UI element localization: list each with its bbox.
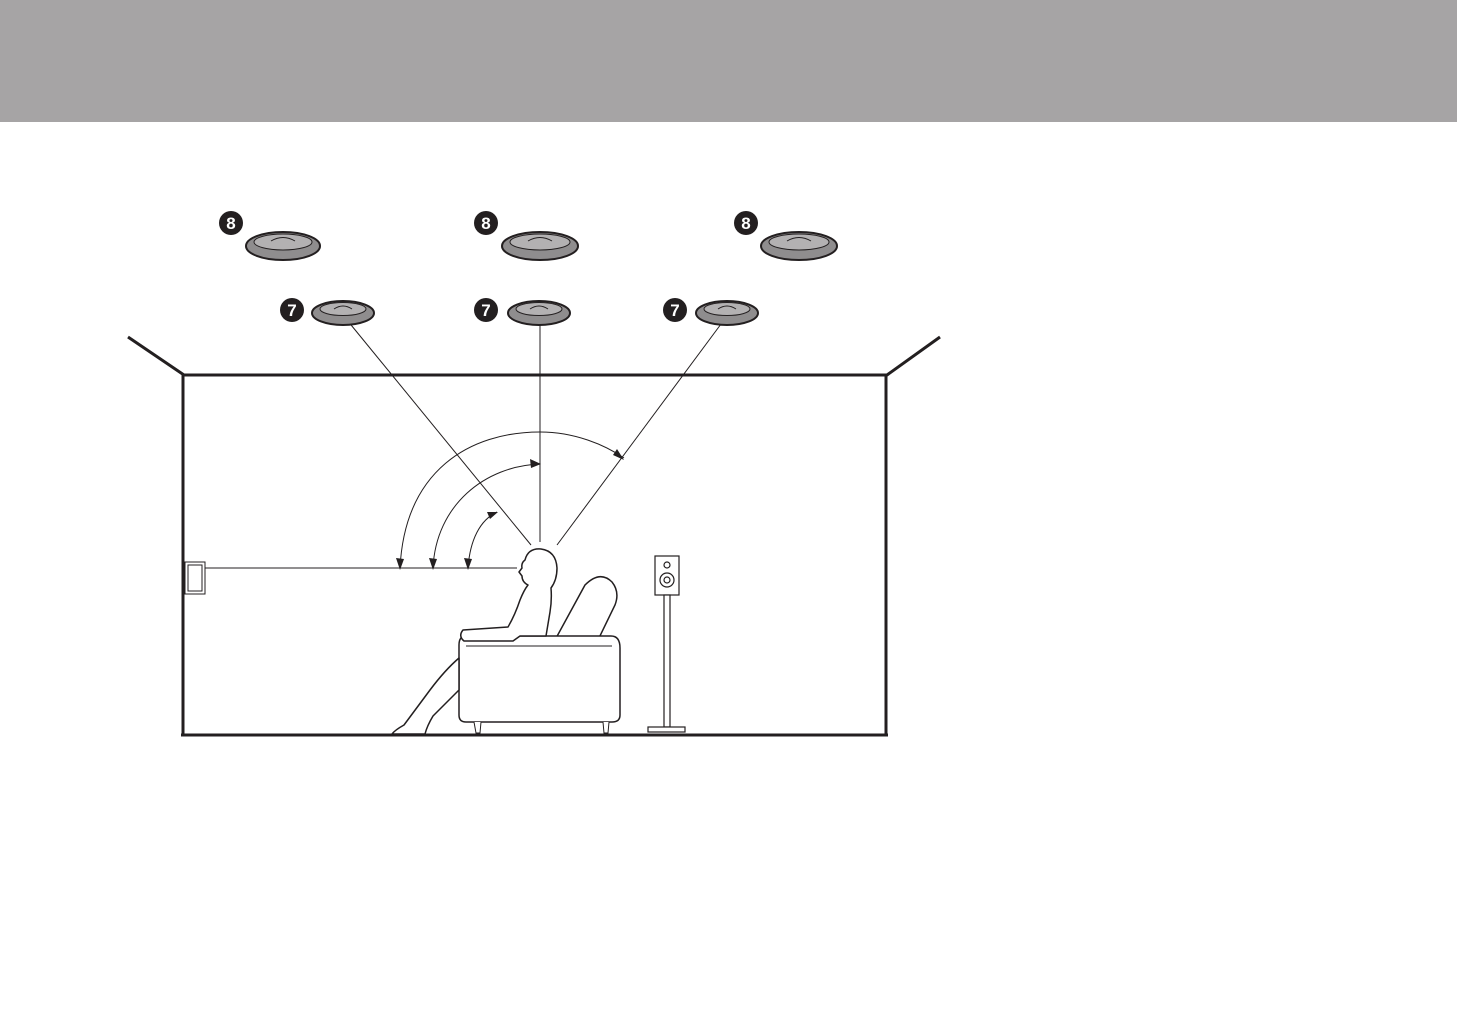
badge-label: 7	[481, 301, 490, 320]
badge-label: 8	[481, 214, 490, 233]
ceiling-speaker-icon	[246, 232, 320, 260]
sound-lines	[205, 320, 724, 568]
ceiling-speaker-group-7	[312, 301, 758, 325]
front-speaker-icon	[185, 562, 205, 594]
arc-arrowheads	[396, 449, 624, 570]
ceiling-speaker-icon	[312, 301, 374, 325]
ceiling-speaker-icon	[508, 301, 570, 325]
ceiling-speaker-group-8	[246, 232, 837, 260]
badge-7-center: 7	[474, 298, 498, 322]
badge-label: 8	[226, 214, 235, 233]
ceiling-speaker-icon	[696, 301, 758, 325]
badge-label: 7	[670, 301, 679, 320]
badge-8-left: 8	[219, 211, 243, 235]
floor-speaker-icon	[648, 556, 685, 732]
badge-8-right: 8	[734, 211, 758, 235]
badge-8-center: 8	[474, 211, 498, 235]
ceiling-speaker-icon	[761, 232, 837, 260]
badge-7-right: 7	[663, 298, 687, 322]
ceiling-speaker-icon	[502, 232, 578, 260]
badge-label: 7	[287, 301, 296, 320]
badge-7-left: 7	[280, 298, 304, 322]
badge-label: 8	[741, 214, 750, 233]
